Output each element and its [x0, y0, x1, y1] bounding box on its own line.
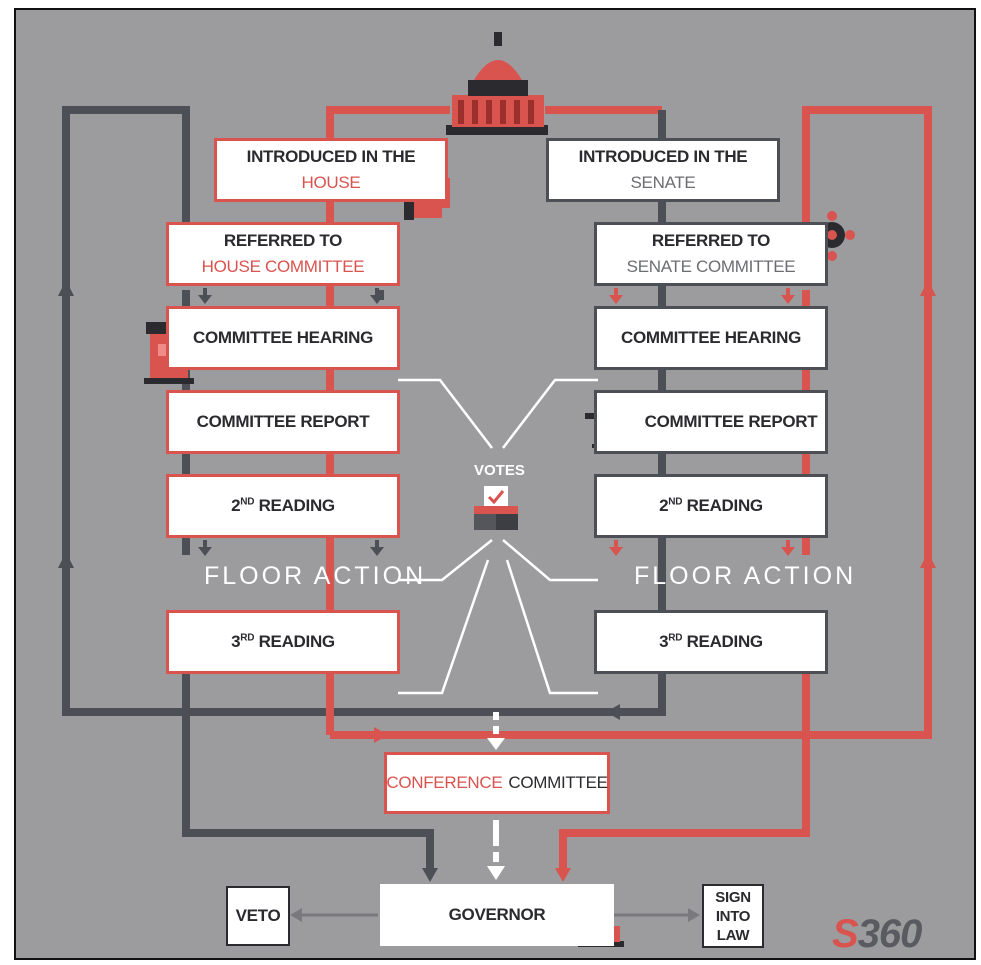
- senate-reading3-box: 3RD READING: [594, 610, 828, 674]
- veto-box: VETO: [226, 886, 290, 946]
- house-reading3-sup: RD: [240, 632, 255, 644]
- brand-logo: S360: [832, 912, 923, 957]
- senate-referred-line2: SENATE COMMITTEE: [626, 257, 796, 276]
- capitol-icon: [446, 32, 548, 135]
- up-arrow: [920, 552, 936, 568]
- house-hearing-label: COMMITTEE HEARING: [192, 328, 373, 347]
- house-floor-action: FLOOR ACTION: [204, 562, 427, 590]
- senate-hearing-label: COMMITTEE HEARING: [620, 328, 801, 347]
- veto-label: VETO: [235, 906, 281, 925]
- house-introduced-line1: INTRODUCED IN THE: [246, 147, 416, 166]
- senate-introduced-line2: SENATE: [630, 173, 696, 192]
- governor-box: GOVERNOR: [380, 884, 614, 946]
- down-arrow-white: [487, 738, 505, 750]
- senate-referred-box: REFERRED TO SENATE COMMITTEE: [594, 222, 828, 286]
- house-report-box: COMMITTEE REPORT: [166, 390, 400, 454]
- vote-connectors: [398, 378, 598, 695]
- governor-label: GOVERNOR: [448, 905, 546, 924]
- senate-reading3-word: READING: [686, 632, 764, 651]
- house-reading2-word: READING: [258, 496, 336, 515]
- sign-line1: SIGN: [715, 888, 751, 906]
- senate-hearing-box: COMMITTEE HEARING: [594, 306, 828, 370]
- conference-highlight: CONFERENCE: [386, 773, 503, 792]
- logo-part1: S: [832, 912, 859, 956]
- house-reading2-sup: ND: [240, 496, 255, 508]
- veto-arrowhead: [290, 908, 302, 922]
- down-arrow-white: [487, 866, 505, 880]
- senate-small-arrows: [609, 288, 795, 556]
- senate-floor-action: FLOOR ACTION: [634, 562, 857, 590]
- senate-report-label: COMMITTEE REPORT: [644, 412, 818, 431]
- up-arrow: [58, 280, 74, 296]
- house-referred-line2: HOUSE COMMITTEE: [201, 257, 365, 276]
- sign-arrowhead: [688, 908, 700, 922]
- senate-referred-line1: REFERRED TO: [651, 231, 771, 250]
- house-small-arrows: [198, 288, 384, 556]
- left-arrow: [606, 704, 620, 720]
- senate-reading3-sup: RD: [668, 632, 683, 644]
- house-referred-box: REFERRED TO HOUSE COMMITTEE: [166, 222, 400, 286]
- house-introduced-line2: HOUSE: [301, 173, 361, 192]
- senate-reading2-box: 2ND READING: [594, 474, 828, 538]
- down-arrow: [422, 868, 438, 882]
- up-arrow: [920, 280, 936, 296]
- votes-label: VOTES: [474, 462, 525, 479]
- house-hearing-box: COMMITTEE HEARING: [166, 306, 400, 370]
- ballot-box-icon: [474, 486, 518, 530]
- house-reading2-box: 2ND READING: [166, 474, 400, 538]
- conference-committee-box: CONFERENCE COMMITTEE: [384, 752, 610, 814]
- sign-line3: LAW: [716, 926, 750, 944]
- senate-report-box: COMMITTEE REPORT: [594, 390, 828, 454]
- house-reading2-label: 2ND READING: [231, 493, 335, 519]
- senate-reading2-word: READING: [686, 496, 764, 515]
- down-arrow: [555, 868, 571, 882]
- senate-reading3-num: 3: [659, 632, 669, 651]
- house-reading3-num: 3: [231, 632, 241, 651]
- senate-reading2-num: 2: [659, 496, 669, 515]
- senate-reading3-label: 3RD READING: [659, 629, 763, 655]
- logo-part2: 360: [857, 912, 923, 956]
- conference-rest: COMMITTEE: [508, 773, 608, 792]
- house-referred-line1: REFERRED TO: [223, 231, 343, 250]
- senate-introduced-box: INTRODUCED IN THE SENATE: [546, 138, 780, 202]
- house-reading3-box: 3RD READING: [166, 610, 400, 674]
- up-arrow: [58, 552, 74, 568]
- senate-reading2-label: 2ND READING: [659, 493, 763, 519]
- right-arrow: [374, 727, 388, 743]
- senate-reading2-sup: ND: [668, 496, 683, 508]
- house-introduced-box: INTRODUCED IN THE HOUSE: [214, 138, 448, 202]
- senate-introduced-line1: INTRODUCED IN THE: [578, 147, 748, 166]
- sign-into-law-box: SIGN INTO LAW: [702, 884, 764, 948]
- house-reading3-word: READING: [258, 632, 336, 651]
- house-report-label: COMMITTEE REPORT: [196, 412, 370, 431]
- house-reading2-num: 2: [231, 496, 241, 515]
- sign-line2: INTO: [715, 907, 751, 925]
- house-reading3-label: 3RD READING: [231, 629, 335, 655]
